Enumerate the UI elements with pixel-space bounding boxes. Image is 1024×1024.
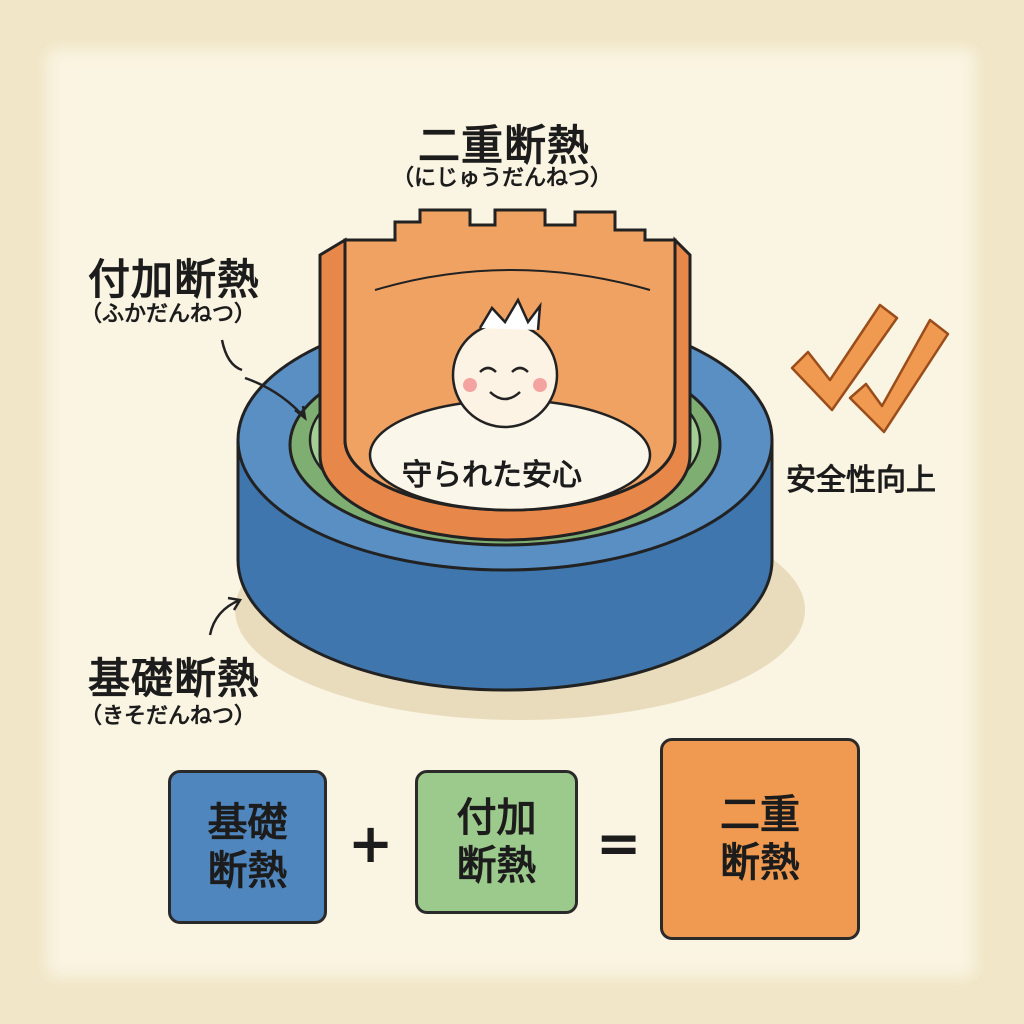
box-text: 付加	[456, 795, 537, 841]
smiling-face-icon	[451, 297, 559, 429]
box-text: 断熱	[720, 840, 800, 886]
equals-sign: =	[596, 812, 642, 875]
additional-box: 付加 断熱	[415, 770, 578, 914]
arrow-icon	[208, 596, 243, 636]
additional-insulation-label: 付加断熱	[88, 255, 261, 304]
double-insulation-box: 二重 断熱	[660, 738, 860, 940]
box-text: 断熱	[207, 848, 288, 894]
box-text: 基礎	[207, 800, 288, 846]
plus-sign: +	[348, 812, 394, 875]
box-text: 二重	[720, 792, 800, 838]
arrow-icon	[244, 376, 307, 422]
checkmarks-icon	[790, 303, 950, 434]
additional-insulation-reading: （ふかだんねつ）	[80, 302, 257, 327]
center-label: 守られた安心	[402, 458, 582, 493]
foundation-insulation-reading: （きそだんねつ）	[80, 704, 257, 729]
title-label: 二重断熱	[418, 121, 591, 170]
safety-label: 安全性向上	[786, 463, 936, 498]
title-reading: （にじゅうだんねつ）	[392, 166, 613, 191]
foundation-box: 基礎 断熱	[168, 770, 327, 924]
foundation-insulation-label: 基礎断熱	[88, 654, 261, 703]
crown-icon	[478, 297, 542, 331]
box-text: 断熱	[456, 843, 537, 889]
arrow-icon	[220, 339, 243, 372]
